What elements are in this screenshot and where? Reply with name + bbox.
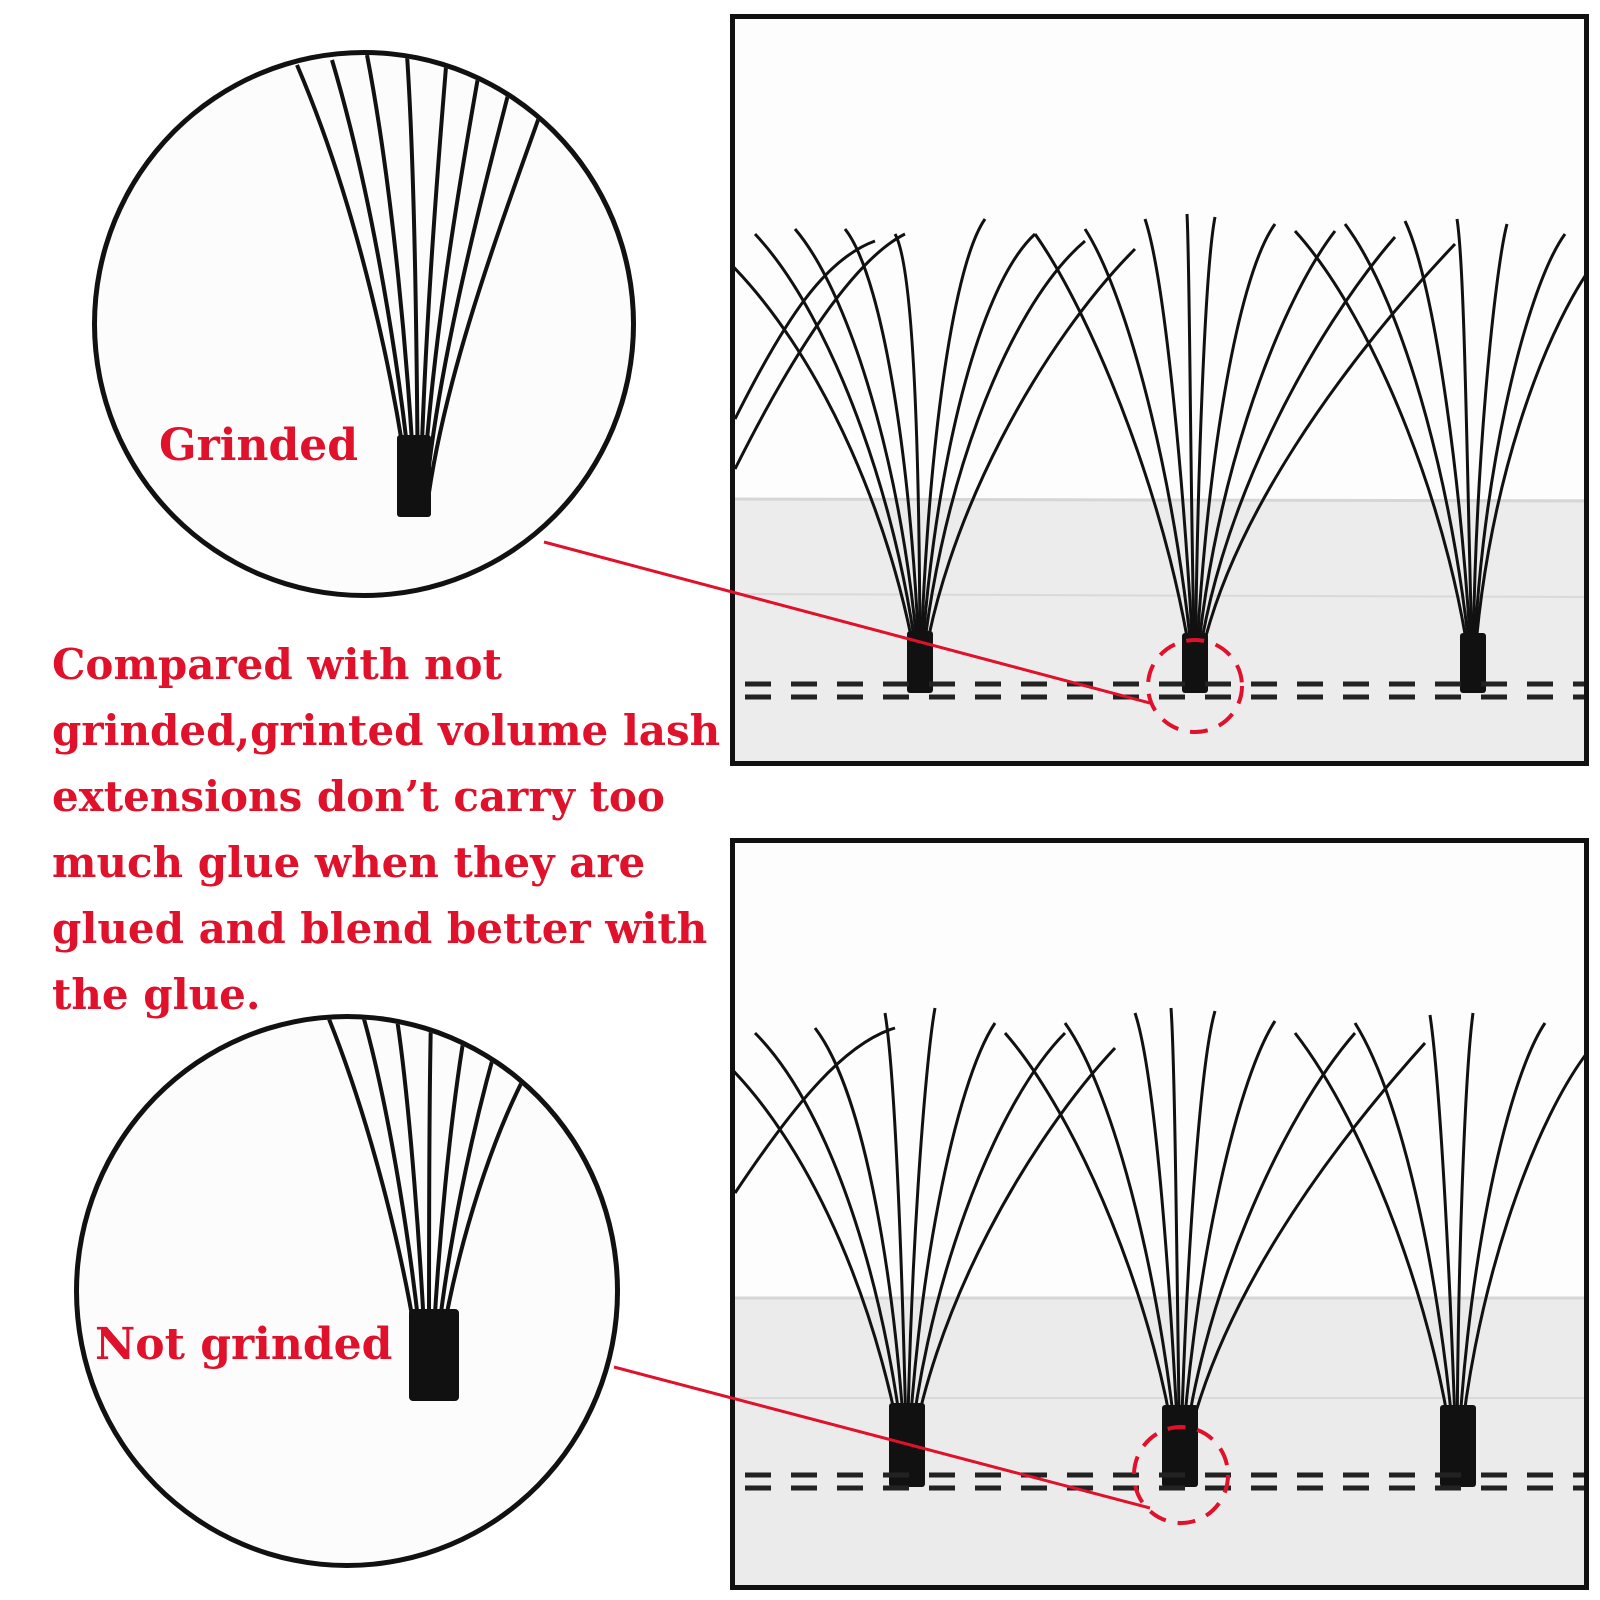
not-grinded-zoom-circle: Not grinded [74,1014,620,1568]
not-grinded-lash-closeup: Not grinded [95,1019,536,1401]
highlight-circle-bottom [1132,1425,1230,1525]
not-grinded-lash-strip-image [735,843,1584,1585]
grinded-lash-strip-photo [730,14,1589,766]
comparison-description: Compared with not grinded,grinted volume… [52,640,721,1019]
grinded-lash-closeup: Grinded [159,55,549,517]
highlight-circle-top [1146,638,1244,734]
not-grinded-label: Not grinded [95,1319,392,1370]
grinded-lash-strip-image [735,19,1584,761]
not-grinded-lash-strip-photo [730,838,1589,1590]
grinded-label: Grinded [159,420,358,471]
grinded-zoom-circle: Grinded [92,50,636,598]
